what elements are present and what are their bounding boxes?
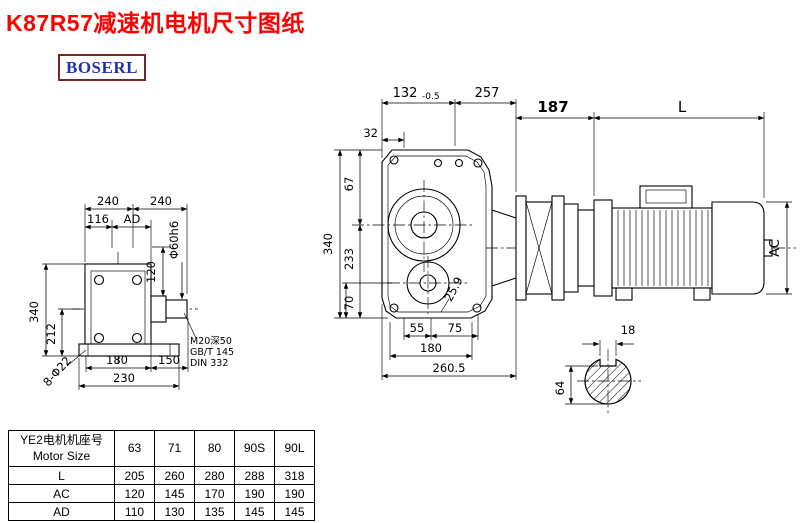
cell-AD-90S: 145 — [234, 502, 275, 521]
motor-foot — [693, 287, 711, 301]
table-col-90S: 90S — [234, 430, 275, 467]
motor-body — [611, 207, 713, 289]
dim-240-left: 240 — [97, 194, 119, 208]
dim-180-left-view: 180 — [106, 353, 128, 367]
boserl-logo: BOSERL — [58, 54, 146, 81]
row-label-AC: AC — [8, 484, 115, 503]
table-row-AC: AC 120 145 170 190 190 — [8, 484, 315, 503]
note-gbt145: GB/T 145 — [190, 347, 234, 358]
motor-view: 187 L AC — [486, 98, 796, 301]
dim-116: 116 — [87, 212, 109, 226]
front-view: 132 -0.5 257 32 340 67 233 70 25.9 — [321, 86, 517, 380]
gearbox-housing-side — [84, 263, 152, 355]
shaft-section-view: 18 64 — [553, 323, 641, 413]
dim-64: 64 — [553, 381, 567, 396]
dim-340-left-view: 340 — [27, 301, 41, 323]
dim-340-front-view: 340 — [321, 233, 335, 255]
cell-AC-63: 120 — [114, 484, 155, 503]
motor-foot — [615, 287, 633, 301]
table-col-80: 80 — [194, 430, 235, 467]
cell-AD-63: 110 — [114, 502, 155, 521]
row-label-AD: AD — [8, 502, 115, 521]
table-header-motor-size: YE2电机机座号 Motor Size — [8, 430, 115, 467]
table-header-cn: YE2电机机座号 — [20, 432, 103, 447]
motor-flange — [593, 199, 613, 297]
dim-240-right: 240 — [150, 194, 172, 208]
dim-32: 32 — [363, 126, 378, 140]
cell-L-90S: 288 — [234, 466, 275, 485]
dim-120: 120 — [144, 261, 158, 283]
note-din332: DIN 332 — [190, 358, 228, 369]
cell-AC-90L: 190 — [274, 484, 315, 503]
table-col-71: 71 — [154, 430, 195, 467]
mounting-base — [78, 343, 180, 357]
dim-AC: AC — [768, 239, 783, 257]
dim-18: 18 — [621, 323, 636, 337]
table-header-en: Motor Size — [32, 448, 91, 463]
dim-55: 55 — [410, 321, 425, 335]
shaft-section-hatched — [584, 358, 632, 405]
cell-AC-80: 170 — [194, 484, 235, 503]
output-shaft-step — [150, 295, 167, 323]
bolt-hole — [472, 303, 482, 313]
output-shaft-end — [165, 299, 188, 319]
dim-260-5: 260.5 — [433, 361, 466, 375]
motor-size-table: YE2电机机座号 Motor Size 63 71 80 90S 90L L 2… — [8, 430, 315, 521]
table-row-L: L 205 260 280 288 318 — [8, 466, 315, 485]
cell-L-71: 260 — [154, 466, 195, 485]
cell-L-90L: 318 — [274, 466, 315, 485]
boserl-logo-text: BOSERL — [66, 57, 138, 77]
table-col-90L: 90L — [274, 430, 315, 467]
terminal-box — [639, 185, 693, 209]
cell-L-80: 280 — [194, 466, 235, 485]
cell-L-63: 205 — [114, 466, 155, 485]
gearbox-housing-front — [381, 149, 493, 319]
page-title: K87R57减速机电机尺寸图纸 — [6, 10, 305, 36]
cell-AC-71: 145 — [154, 484, 195, 503]
fan-cowl — [711, 201, 765, 295]
dim-132: 132 — [393, 86, 418, 101]
dim-180-front-view: 180 — [420, 341, 442, 355]
dim-230: 230 — [113, 371, 135, 385]
bolt-hole — [389, 303, 399, 313]
table-header-row: YE2电机机座号 Motor Size 63 71 80 90S 90L — [8, 430, 315, 467]
input-bearing-cover — [387, 188, 461, 262]
dim-257: 257 — [475, 86, 500, 101]
dim-212: 212 — [44, 323, 58, 345]
cell-AD-90L: 145 — [274, 502, 315, 521]
adapter-flange — [515, 195, 527, 301]
dim-187: 187 — [537, 98, 568, 116]
bolt-hole — [433, 158, 443, 168]
dim-132-tolerance: -0.5 — [422, 92, 440, 102]
bolt-hole — [473, 158, 483, 168]
dim-150: 150 — [158, 353, 180, 367]
dim-233: 233 — [342, 248, 356, 270]
table-col-63: 63 — [114, 430, 155, 467]
cell-AD-80: 135 — [194, 502, 235, 521]
bolt-hole — [389, 155, 399, 165]
cell-AD-71: 130 — [154, 502, 195, 521]
table-row-AD: AD 110 130 135 145 145 — [8, 502, 315, 521]
bolt-hole — [131, 332, 143, 344]
dim-75: 75 — [448, 321, 463, 335]
row-label-L: L — [8, 466, 115, 485]
output-shaft-circle — [406, 261, 450, 305]
bolt-hole — [454, 158, 464, 168]
dim-67: 67 — [342, 177, 356, 192]
dim-L: L — [678, 98, 687, 116]
dim-AD: AD — [124, 212, 141, 226]
note-m20: M20深50 — [190, 336, 232, 347]
bolt-hole — [93, 274, 105, 286]
left-view: 240 240 116 AD 120 Φ60h6 340 212 — [27, 194, 234, 390]
bolt-hole — [131, 274, 143, 286]
bolt-hole — [93, 332, 105, 344]
dim-8-holes: 8-Φ22 — [40, 354, 74, 389]
dim-shaft-diameter: Φ60h6 — [167, 221, 181, 259]
cell-AC-90S: 190 — [234, 484, 275, 503]
dim-70: 70 — [342, 296, 356, 311]
